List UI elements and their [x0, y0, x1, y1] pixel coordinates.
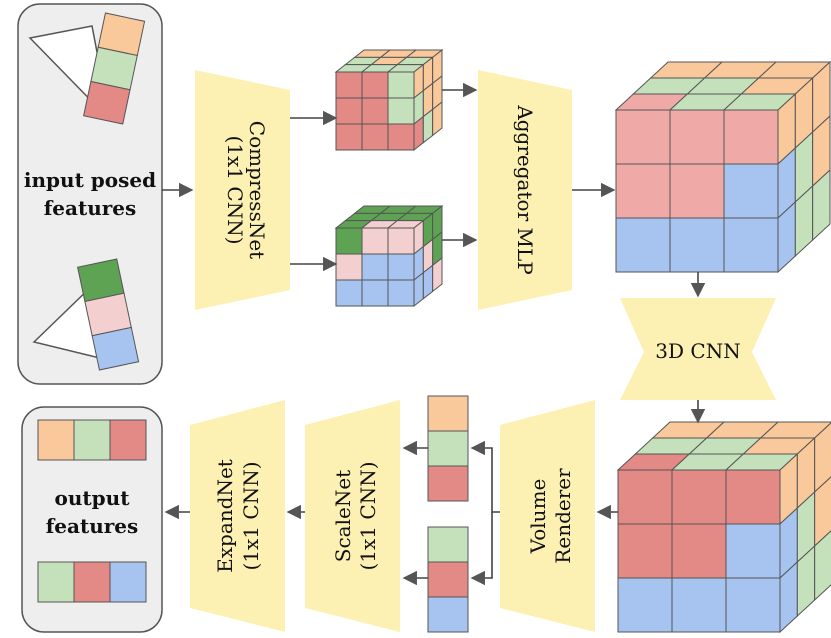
aggregated-volume-cube	[614, 60, 831, 274]
scalenet-trapezoid	[305, 400, 400, 632]
cube-front-cell	[335, 97, 363, 125]
cube-front-cell	[671, 577, 727, 633]
cube-side-cell	[814, 530, 831, 602]
cube-front-cell	[615, 109, 671, 165]
cube-front-cell	[387, 279, 415, 307]
cube-front-cell	[725, 469, 781, 525]
cube-front-cell	[361, 279, 389, 307]
expandnet-trapezoid	[190, 400, 285, 632]
cube-side-cell	[814, 422, 831, 494]
scalenet-block: ScaleNet (1x1 CNN)	[305, 400, 400, 632]
cube-front-cell	[361, 253, 389, 281]
cube-front-cell	[615, 163, 671, 219]
cube-front-cell	[723, 163, 779, 219]
cube-front-cell	[725, 577, 781, 633]
cube-front-cell	[671, 523, 727, 579]
cube-front-cell	[669, 217, 725, 273]
cube-front-cell	[615, 217, 671, 273]
input-panel: input posed features	[17, 3, 163, 385]
aggregator-block: Aggregator MLP	[478, 70, 572, 310]
cnn3d-block: 3D CNN	[620, 298, 776, 400]
cube-front-cell	[723, 109, 779, 165]
cnn3d-hourglass	[620, 298, 776, 400]
compressnet-block: CompressNet (1x1 CNN)	[195, 70, 290, 310]
cube-side-cell	[812, 168, 831, 242]
volume-renderer-label-line1: Volume	[526, 479, 550, 555]
cube-front-cell	[361, 227, 389, 255]
cube-front-cell	[617, 469, 673, 525]
scalenet-label-line1: ScaleNet	[331, 470, 355, 562]
connector-arrows	[162, 82, 706, 586]
expandnet-block: ExpandNet (1x1 CNN)	[190, 400, 285, 632]
volume-renderer-block: Volume Renderer	[500, 400, 595, 632]
cube-front-cell	[669, 163, 725, 219]
cube-front-cell	[387, 97, 415, 125]
compressnet-label-line2: (1x1 CNN)	[223, 136, 247, 245]
cnn3d-label: 3D CNN	[655, 339, 740, 363]
expandnet-label-line1: ExpandNet	[213, 459, 237, 573]
cube-front-cell	[617, 577, 673, 633]
cube-side-cell	[432, 256, 443, 293]
cube-front-cell	[361, 123, 389, 151]
output-feature-row-top	[37, 419, 147, 461]
cube-front-cell	[335, 123, 363, 151]
cube-front-cell	[335, 253, 363, 281]
cube-front-cell	[387, 227, 415, 255]
cube-side-cell	[432, 100, 443, 137]
input-panel-label-line2: features	[44, 196, 137, 220]
compressed-cube-bottom	[334, 204, 444, 308]
cube-front-cell	[335, 279, 363, 307]
cube-front-cell	[387, 123, 415, 151]
volume-renderer-trapezoid	[500, 400, 595, 632]
rendered-feature-stack-bottom	[427, 526, 469, 633]
cube-front-cell	[335, 71, 363, 99]
output-feature-row-bottom	[37, 561, 147, 603]
aggregator-label: Aggregator MLP	[513, 104, 537, 274]
cube-front-cell	[361, 71, 389, 99]
cube-front-cell	[387, 71, 415, 99]
cube-front-cell	[361, 97, 389, 125]
cube-front-cell	[335, 227, 363, 255]
cube-front-cell	[725, 523, 781, 579]
output-panel: output features	[21, 406, 163, 633]
volume-renderer-label-line2: Renderer	[551, 468, 575, 564]
output-panel-label-line2: features	[46, 514, 139, 538]
cube-front-cell	[671, 469, 727, 525]
arrow-renderer-to-stack-top	[470, 440, 500, 513]
input-feature-stack-bottom	[77, 258, 140, 371]
scalenet-label-line2: (1x1 CNN)	[356, 462, 380, 571]
compressnet-label-line1: CompressNet	[245, 121, 269, 259]
arrow-renderer-to-stack-bottom	[470, 512, 493, 586]
input-feature-stack-top	[83, 12, 146, 125]
cube-front-cell	[723, 217, 779, 273]
input-panel-label-line1: input posed	[24, 168, 156, 192]
cube-side-cell	[814, 476, 831, 548]
rendered-feature-stack-top	[427, 395, 469, 502]
compressed-cube-top	[334, 48, 444, 152]
output-panel-label-line1: output	[55, 486, 131, 510]
cube-front-cell	[617, 523, 673, 579]
aggregator-trapezoid	[478, 70, 572, 310]
processed-volume-cube	[616, 421, 831, 634]
expandnet-label-line2: (1x1 CNN)	[239, 462, 263, 571]
cube-front-cell	[387, 253, 415, 281]
compressnet-trapezoid	[195, 70, 290, 310]
cube-front-cell	[669, 109, 725, 165]
